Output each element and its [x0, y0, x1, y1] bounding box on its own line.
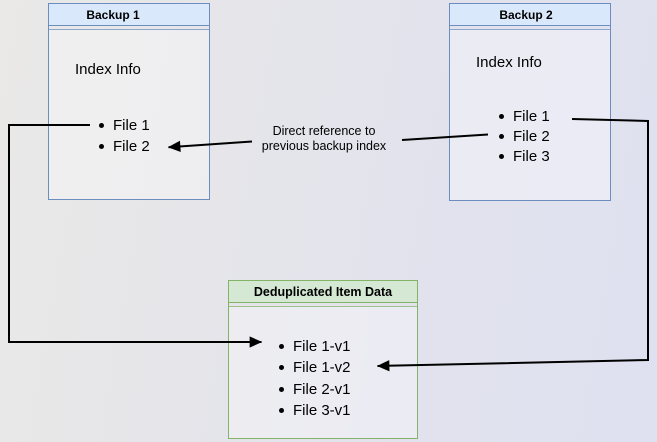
file-label: File 1-v1 [293, 337, 351, 355]
bullet-icon [279, 408, 284, 414]
file-label: File 2-v1 [293, 380, 351, 398]
list-item: File 2 [499, 126, 550, 146]
annotation-line2: previous backup index [261, 139, 387, 153]
list-item: File 1-v2 [279, 357, 351, 379]
backup1-title: Backup 1 [86, 7, 140, 22]
bullet-icon [99, 144, 104, 149]
list-item: File 1 [99, 115, 150, 136]
annotation-line1: Direct reference to [272, 124, 376, 138]
backup2-node: Backup 2 Index Info File 1 File 2 File 3 [449, 3, 611, 201]
bullet-icon [279, 365, 284, 371]
bullet-icon [279, 343, 284, 349]
backup1-node: Backup 1 Index Info File 1 File 2 [48, 3, 210, 200]
list-item: File 1-v1 [279, 336, 351, 358]
list-item: File 3 [499, 146, 550, 166]
dedup-title: Deduplicated Item Data [253, 284, 393, 299]
list-item: File 2 [99, 136, 150, 157]
backup2-title: Backup 2 [499, 7, 553, 22]
file-label: File 1 [113, 117, 150, 134]
bullet-icon [499, 113, 504, 119]
backup2-file-list: File 1 File 2 File 3 [499, 106, 550, 166]
backup1-subtitle: Index Info [75, 61, 141, 78]
bullet-icon [499, 133, 504, 139]
file-label: File 2 [113, 138, 150, 155]
bullet-icon [99, 123, 104, 128]
backup2-subtitle: Index Info [476, 54, 542, 71]
backup1-file-list: File 1 File 2 [99, 115, 150, 157]
file-label: File 1 [513, 107, 550, 125]
bullet-icon [499, 153, 504, 159]
file-label: File 2 [513, 127, 550, 145]
file-label: File 3 [513, 147, 550, 165]
bullet-icon [279, 386, 284, 392]
list-item: File 3-v1 [279, 400, 351, 422]
backup1-header: Backup 1 [49, 4, 209, 26]
list-item: File 2-v1 [279, 379, 351, 401]
backup1-body [49, 28, 209, 199]
file-label: File 1-v2 [293, 359, 351, 377]
dedup-header: Deduplicated Item Data [229, 281, 417, 303]
file-label: File 3-v1 [293, 402, 351, 420]
list-item: File 1 [499, 106, 550, 126]
connector-annotation: Direct reference to previous backup inde… [222, 124, 426, 154]
backup2-header: Backup 2 [450, 4, 610, 26]
